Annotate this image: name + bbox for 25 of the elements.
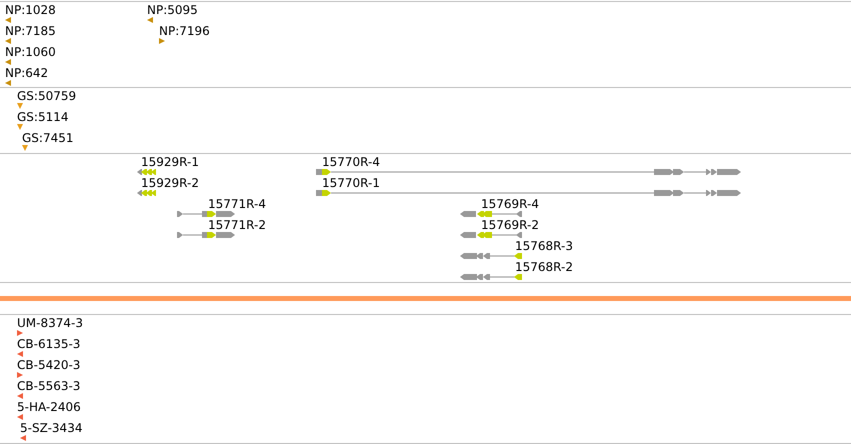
feature-label: UM-8374-3 (17, 316, 83, 330)
transcript-label: 15771R-2 (208, 218, 266, 232)
feature-label: NP:7196 (159, 24, 210, 38)
feature-label: NP:1028 (5, 3, 56, 17)
feature-label: NP:1060 (5, 45, 56, 59)
feature-label: GS:50759 (17, 89, 76, 103)
transcript-label: 15771R-4 (208, 197, 266, 211)
transcript-label: 15768R-3 (515, 239, 573, 253)
feature-label: CB-5563-3 (17, 379, 80, 393)
feature-label: 5-SZ-3434 (20, 421, 82, 435)
transcript-label: 15770R-1 (322, 176, 380, 190)
feature-label: NP:5095 (147, 3, 198, 17)
feature-label: CB-5420-3 (17, 358, 80, 372)
feature-label: 5-HA-2406 (17, 400, 81, 414)
transcript-label: 15929R-2 (141, 176, 199, 190)
feature-label: CB-6135-3 (17, 337, 80, 351)
transcript-label: 15929R-1 (141, 155, 199, 169)
feature-label: GS:5114 (17, 110, 68, 124)
transcript-label: 15769R-4 (481, 197, 539, 211)
transcript-label: 15769R-2 (481, 218, 539, 232)
feature-label: GS:7451 (22, 131, 74, 145)
transcript-label: 15768R-2 (515, 260, 573, 274)
transcript-label: 15770R-4 (322, 155, 380, 169)
feature-label: NP:7185 (5, 24, 56, 38)
feature-label: NP:642 (5, 66, 48, 80)
